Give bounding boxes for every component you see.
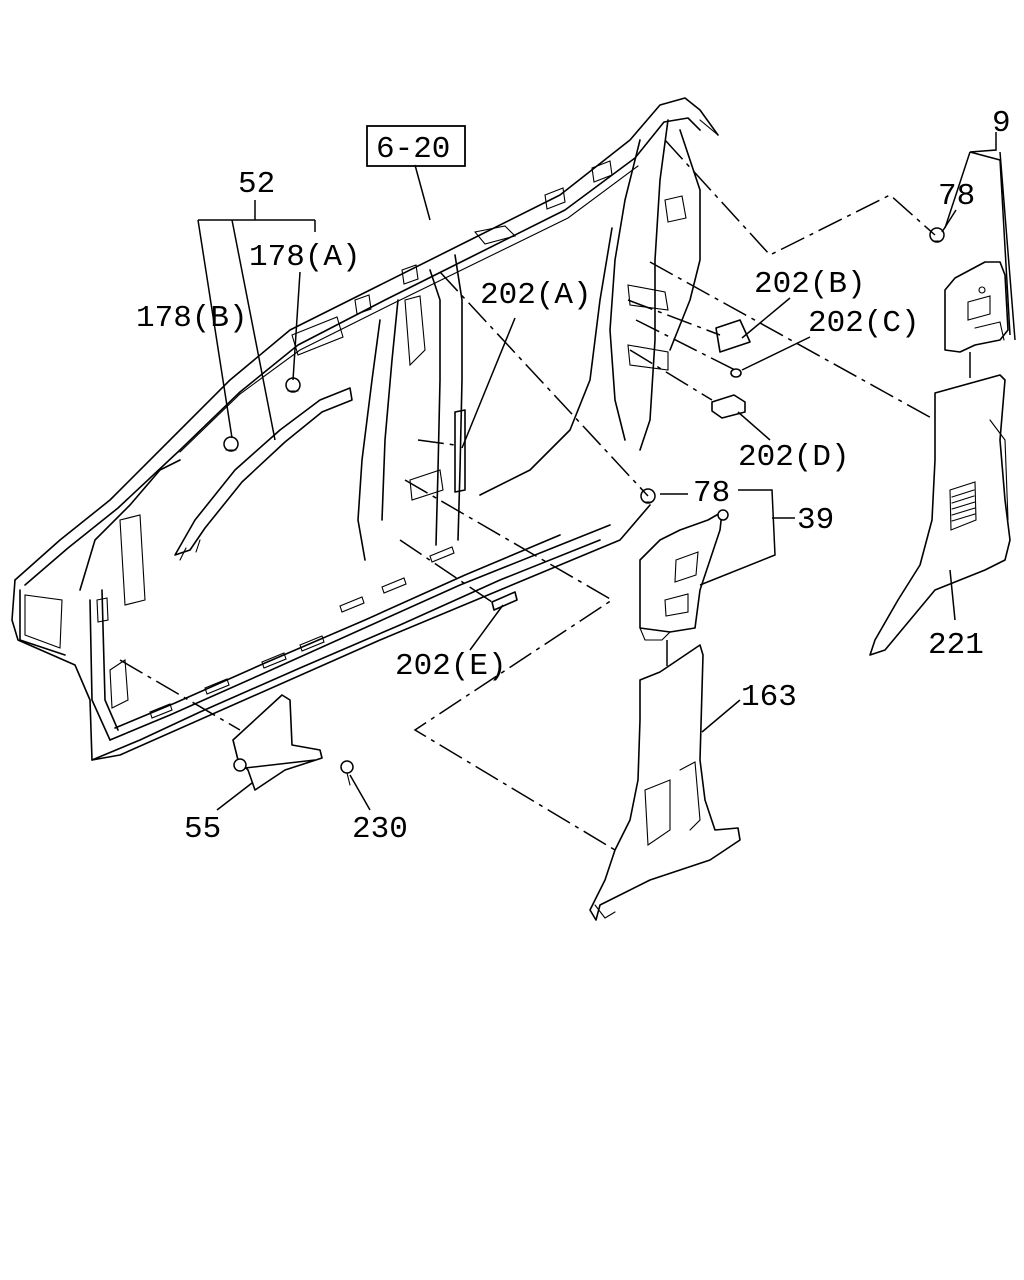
clip-178b (223, 436, 239, 452)
assembly-lines (119, 139, 971, 851)
label-178a: 178(A) (249, 240, 361, 275)
seal-block-202d (711, 394, 746, 419)
seal-strip-202a (454, 409, 466, 493)
reference-box (366, 125, 466, 167)
b-pillar-upper-trim-39 (639, 511, 723, 641)
label-39: 39 (797, 503, 834, 538)
quarter-lower-trim-221 (869, 374, 1011, 656)
quarter-upper-trim-9 (944, 261, 1009, 353)
label-55: 55 (184, 812, 221, 847)
screw-230 (340, 760, 354, 786)
label-202c: 202(C) (808, 306, 920, 341)
label-52: 52 (238, 167, 275, 202)
label-163: 163 (741, 680, 797, 715)
label-202e: 202(E) (395, 649, 507, 684)
label-202d: 202(D) (738, 440, 850, 475)
label-230: 230 (352, 812, 408, 847)
label-78-mid: 78 (693, 476, 730, 511)
cowl-side-trim-55 (232, 694, 323, 791)
label-6-20: 6-20 (376, 132, 450, 167)
a-pillar-trim-52 (174, 387, 353, 561)
leader-lines (197, 132, 1016, 811)
clip-78-top (929, 227, 945, 243)
label-178b: 178(B) (136, 301, 248, 336)
seal-ring-202c (730, 368, 742, 378)
label-9: 9 (992, 106, 1011, 141)
b-pillar-lower-trim-163 (589, 644, 741, 921)
seal-pad-202b (715, 319, 751, 353)
label-202a: 202(A) (480, 278, 592, 313)
label-221: 221 (928, 628, 984, 663)
body-side-frame (11, 97, 719, 761)
seal-pad-202e (491, 591, 518, 611)
label-78-top: 78 (938, 179, 975, 214)
label-202b: 202(B) (754, 267, 866, 302)
clip-178a (285, 377, 301, 393)
